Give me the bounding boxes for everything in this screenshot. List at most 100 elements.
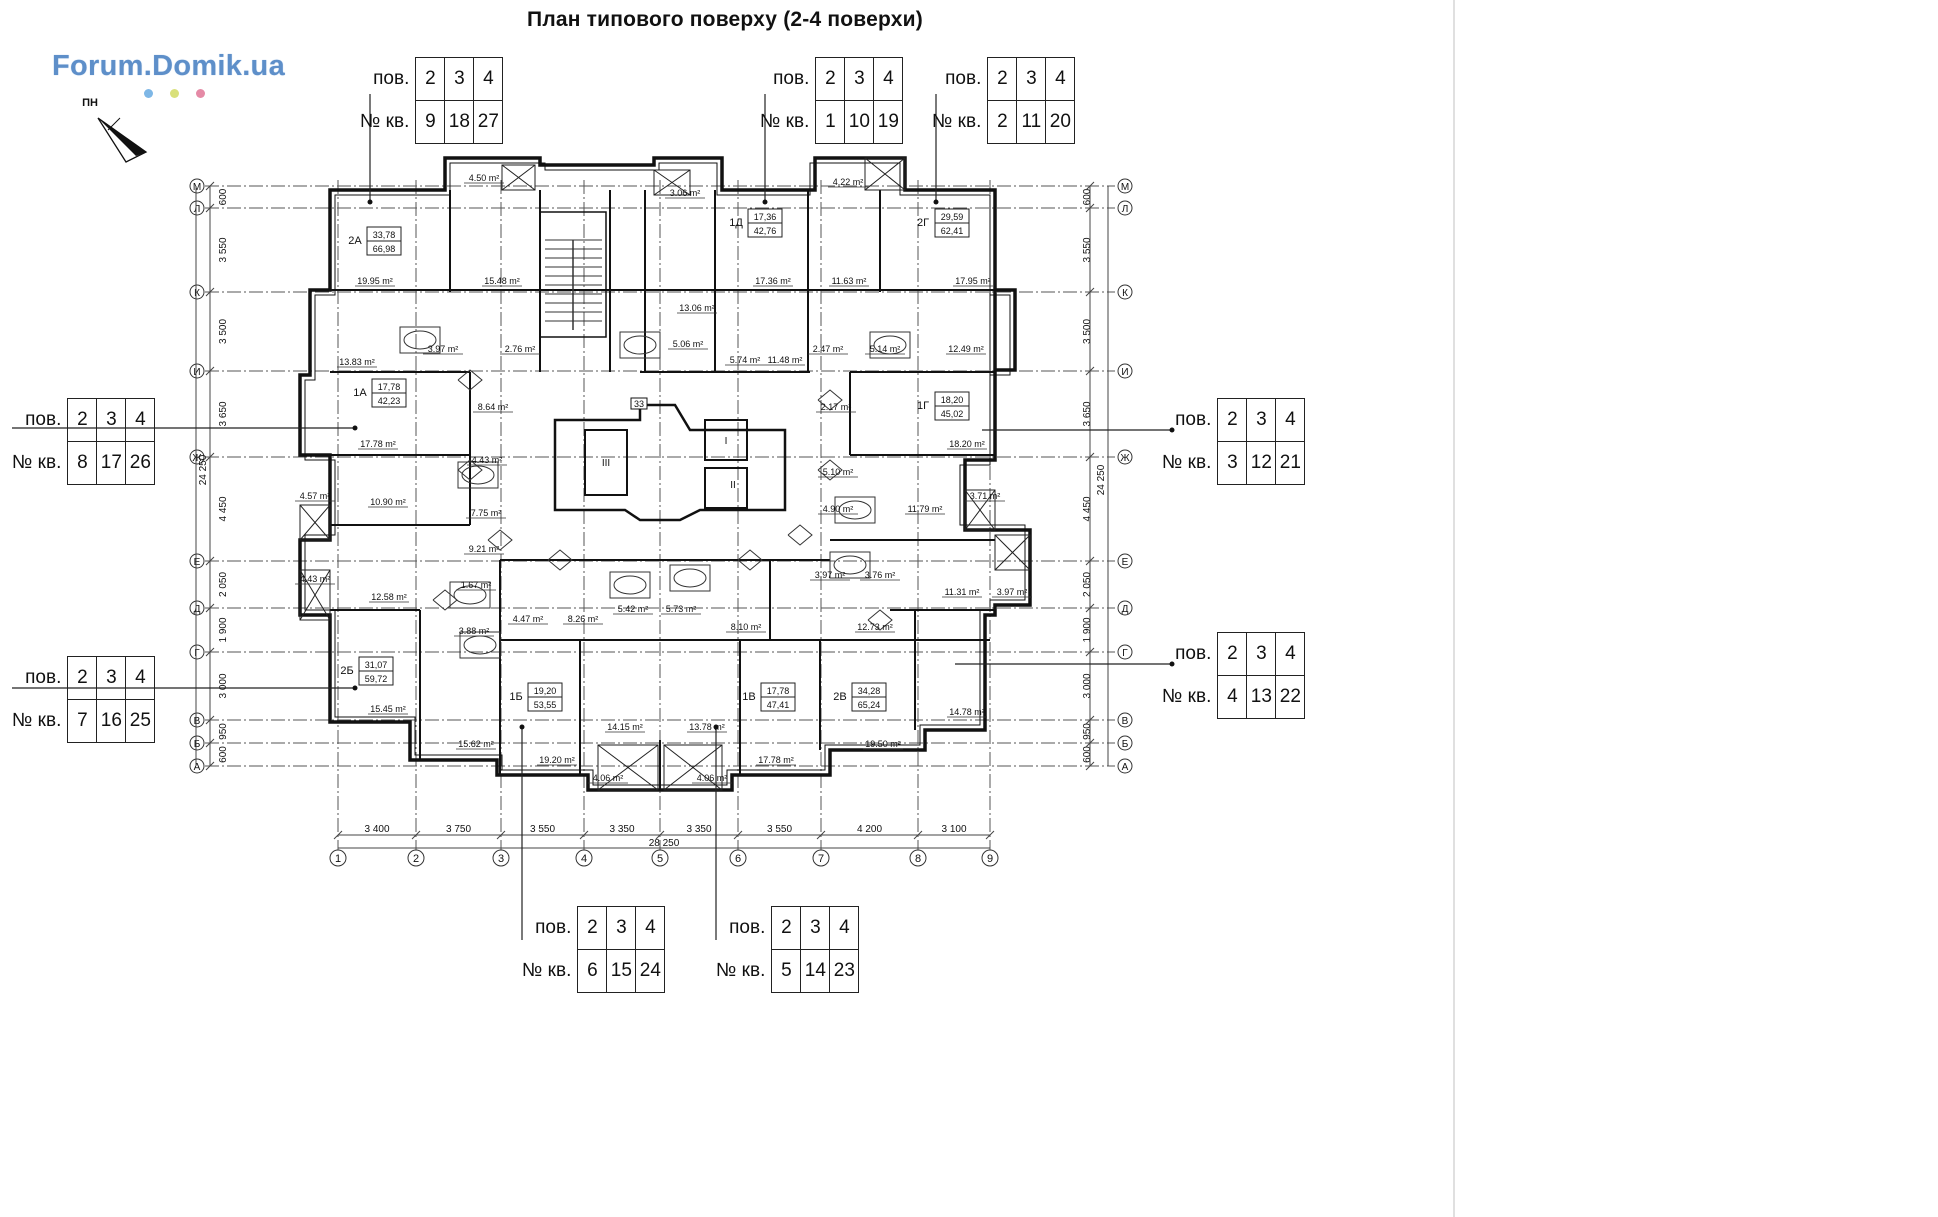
axis-bubble (492, 849, 510, 867)
room-area-label: 17.95 m² (955, 276, 991, 286)
apartment-number-label: № кв. (12, 710, 62, 731)
leader-dot (713, 724, 719, 730)
lift-shaft (584, 429, 628, 496)
row-dimension: 950 (1082, 723, 1093, 740)
room-area-label: 12.73 m² (857, 622, 893, 632)
dim-tick (655, 830, 665, 840)
row-dimension: 2 050 (218, 572, 229, 597)
dim-tick (1085, 203, 1095, 213)
door-swing (457, 369, 483, 391)
axis-label-row: Л (1122, 204, 1129, 215)
dim-tick (579, 830, 589, 840)
dim-tick (1085, 556, 1095, 566)
axis-bubble (1117, 712, 1133, 728)
apartment-code: 2В (833, 691, 846, 703)
balcony-cross (299, 504, 331, 541)
axis-bubble (575, 849, 593, 867)
logo-dots (144, 85, 285, 98)
floor-number: 4 (1275, 398, 1306, 442)
axis-label-row: Г (1122, 648, 1128, 659)
col-dimension: 4 200 (857, 824, 882, 835)
dim-tick (1085, 738, 1095, 748)
dim-tick (913, 830, 923, 840)
leader-dot (762, 199, 768, 205)
axis-label-row: А (194, 762, 201, 773)
apartment-code: 1А (353, 387, 367, 399)
dim-tick (733, 830, 743, 840)
axis-label-row: А (1122, 762, 1129, 773)
stair-number: 33 (634, 399, 644, 409)
room-area-label: 8.64 m² (478, 402, 509, 412)
axis-bubble (189, 363, 205, 379)
room-area-label: 2.76 m² (505, 344, 536, 354)
dim-tick (1085, 452, 1095, 462)
apartment-code: 1Б (509, 691, 522, 703)
apartment-number: 22 (1275, 675, 1306, 719)
stair-number-box (630, 397, 648, 410)
room-area-label: 3.76 m² (865, 570, 896, 580)
dim-tick (411, 830, 421, 840)
dim-tick (1085, 647, 1095, 657)
axis-label-col: 3 (498, 853, 504, 865)
axis-bubble (1117, 449, 1133, 465)
compass-label: ПН (82, 97, 98, 109)
leader-dot (519, 724, 525, 730)
axis-label-row: К (194, 288, 200, 299)
door-swing (547, 549, 573, 571)
dim-tick (985, 830, 995, 840)
row-dimension: 3 650 (1082, 401, 1093, 426)
floor-number: 2 (1217, 398, 1248, 442)
room-area-label: 14.15 m² (607, 722, 643, 732)
axis-label-row: К (1122, 288, 1128, 299)
room-area-label: 15.48 m² (484, 276, 520, 286)
room-area-label: 19.20 m² (539, 755, 575, 765)
bathtub (613, 575, 647, 595)
axis-bubble (981, 849, 999, 867)
bath-fixture (669, 564, 711, 592)
room-area-label: 11.63 m² (832, 276, 867, 286)
axis-label-row: М (193, 182, 201, 193)
axis-label-col: 9 (987, 853, 993, 865)
axis-bubble (1117, 363, 1133, 379)
floor-number: 2 (415, 57, 446, 101)
apartment-code: 2Б (340, 665, 353, 677)
total-height-dim: 24 250 (1096, 464, 1107, 495)
balcony-box (994, 534, 1031, 571)
axis-bubble (189, 200, 205, 216)
floor-number: 4 (635, 906, 666, 950)
axis-label-row: Е (1122, 557, 1129, 568)
floor-label: пов. (945, 68, 982, 89)
axis-label-row: В (1122, 716, 1129, 727)
door-swing (817, 389, 843, 411)
axis-bubble (407, 849, 425, 867)
room-area-label: 4.22 m² (833, 177, 864, 187)
apartment-number: 10 (844, 100, 875, 144)
apartment-number: 18 (444, 100, 475, 144)
col-dimension: 3 750 (446, 824, 471, 835)
floor-number: 3 (1246, 632, 1277, 676)
col-dimension: 3 350 (686, 824, 711, 835)
balcony-cross (299, 569, 331, 621)
logo-text: Forum.Domik.ua (52, 50, 285, 82)
floor-number: 4 (473, 57, 504, 101)
row-dimension: 3 500 (218, 319, 229, 344)
apartment-living-area: 17,78 (767, 686, 790, 696)
axis-bubble (1117, 600, 1133, 616)
floor-label: пов. (373, 68, 410, 89)
room-area-label: 13.78 m² (689, 722, 725, 732)
floor-number: 3 (96, 656, 127, 700)
apartment-number: 20 (1045, 100, 1076, 144)
bathtub (838, 500, 872, 520)
floor-label: пов. (773, 68, 810, 89)
floor-number: 2 (1217, 632, 1248, 676)
floor-number: 2 (815, 57, 846, 101)
balcony-cross (653, 169, 691, 196)
row-dimension: 4 450 (218, 496, 229, 521)
apartment-code: 1Г (917, 400, 929, 412)
axis-label-col: 1 (335, 853, 341, 865)
row-dimension: 1 900 (1082, 617, 1093, 642)
floor-number: 4 (1275, 632, 1306, 676)
